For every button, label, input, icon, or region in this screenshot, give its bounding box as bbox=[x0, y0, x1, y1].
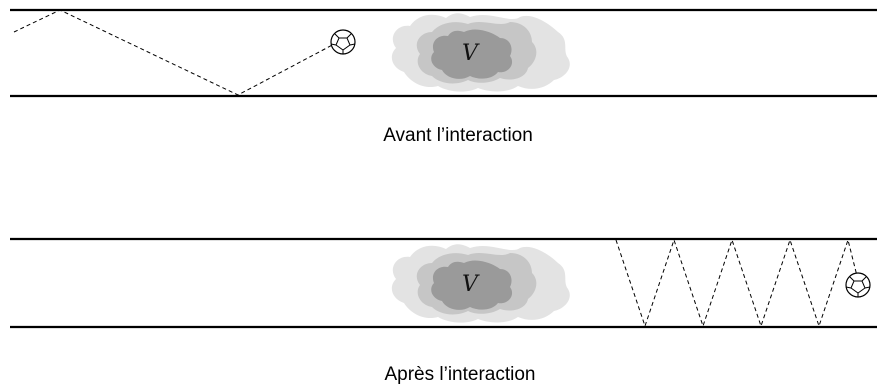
top-potential-label: V bbox=[462, 41, 480, 66]
top-trajectory bbox=[13, 9, 339, 96]
top-particle-ball bbox=[330, 29, 356, 55]
bottom-particle-ball bbox=[845, 272, 871, 298]
bottom-trajectory bbox=[615, 238, 859, 328]
bottom-caption: Après l’interaction bbox=[384, 364, 535, 385]
top-panel: V Avant l’interaction bbox=[10, 8, 877, 146]
top-potential-cloud bbox=[391, 13, 570, 92]
bottom-potential-cloud bbox=[391, 244, 570, 323]
bottom-panel: V Après l’interaction bbox=[10, 237, 877, 385]
bottom-potential-label: V bbox=[462, 272, 480, 297]
top-caption: Avant l’interaction bbox=[383, 125, 533, 146]
